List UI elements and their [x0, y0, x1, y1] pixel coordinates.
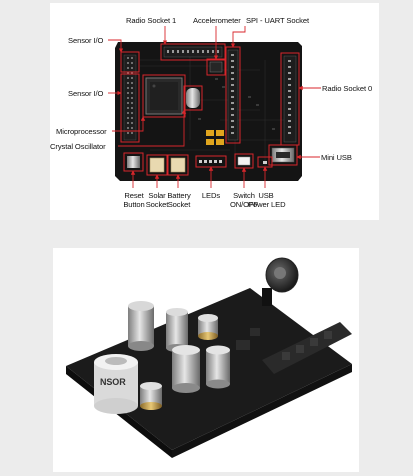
- label-radio-socket-0: Radio Socket 0: [322, 84, 372, 93]
- label-microprocessor: Microprocessor: [56, 127, 107, 136]
- label-usb-line-1: USB: [248, 191, 284, 200]
- radio-socket-0-header: [284, 56, 296, 142]
- crystal-oscillator-part: [186, 88, 200, 108]
- label-crystal-oscillator: Crystal Oscillator: [50, 142, 106, 151]
- label-spi-uart-socket: SPI - UART Socket: [246, 16, 309, 25]
- solar-socket-part: [150, 158, 164, 172]
- label-accelerometer: Accelerometer: [193, 16, 241, 25]
- radio-socket-1-header: [164, 47, 222, 57]
- label-radio-socket-1: Radio Socket 1: [126, 16, 176, 25]
- sensor-print-text: NSOR: [100, 378, 126, 387]
- sensor-board-3d: [66, 258, 352, 458]
- microprocessor-chip: [146, 78, 182, 114]
- sensor-io-header-pins: [124, 55, 136, 140]
- label-usb-power-led: USB Power LED: [248, 191, 284, 209]
- mini-usb-connector: [272, 148, 294, 162]
- battery-socket-part: [171, 158, 185, 172]
- label-mini-usb: Mini USB: [321, 153, 352, 162]
- label-battery-line-1: Battery: [164, 191, 194, 200]
- switch-part: [238, 157, 250, 165]
- label-sensor-io-mid: Sensor I/O: [68, 89, 103, 98]
- label-leds: LEDs: [198, 191, 224, 200]
- usb-power-led-part: [263, 161, 267, 164]
- accelerometer-chip: [210, 62, 222, 72]
- spi-uart-header: [228, 50, 238, 140]
- label-battery-socket: Battery Socket: [164, 191, 194, 209]
- reset-button-part: [127, 156, 140, 168]
- label-usb-line-2: Power LED: [248, 200, 284, 209]
- label-sensor-io-top: Sensor I/O: [68, 36, 103, 45]
- label-battery-line-2: Socket: [164, 200, 194, 209]
